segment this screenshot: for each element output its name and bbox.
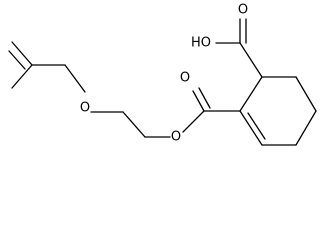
bond-ring-c3-c4 <box>295 76 317 112</box>
bond-ring-c6-c1 <box>239 110 263 146</box>
bond-ch2-to-ether-o <box>64 64 86 93</box>
ester-carbonyl-oxygen-label: O <box>180 71 190 86</box>
acid-carbonyl-oxygen-label: O <box>238 3 248 18</box>
bond-ring-to-acid-c <box>239 42 263 78</box>
bond-ring-double-inner <box>247 112 266 140</box>
acid-hydroxyl-label: HO <box>191 36 211 51</box>
bond-ester-carbonyl-double-a <box>192 90 205 112</box>
bond-vinyl-ch2-double-a <box>11 41 33 66</box>
bond-ester-carbonyl-double-b <box>198 87 211 109</box>
bond-vinyl-ch2-double-b <box>8 50 26 70</box>
bond-methyl <box>11 64 33 89</box>
bond-ring-c4-c5 <box>295 110 317 146</box>
bond-ring-c1-c2 <box>239 76 263 112</box>
chemical-structure-diagram: O O O HO O <box>8 3 317 146</box>
ester-oxygen-label: O <box>171 130 181 145</box>
bond-ester-o-to-carbonyl-c <box>182 110 205 133</box>
ether-oxygen-label: O <box>80 101 90 116</box>
bond-ethylene-cc <box>122 111 146 138</box>
